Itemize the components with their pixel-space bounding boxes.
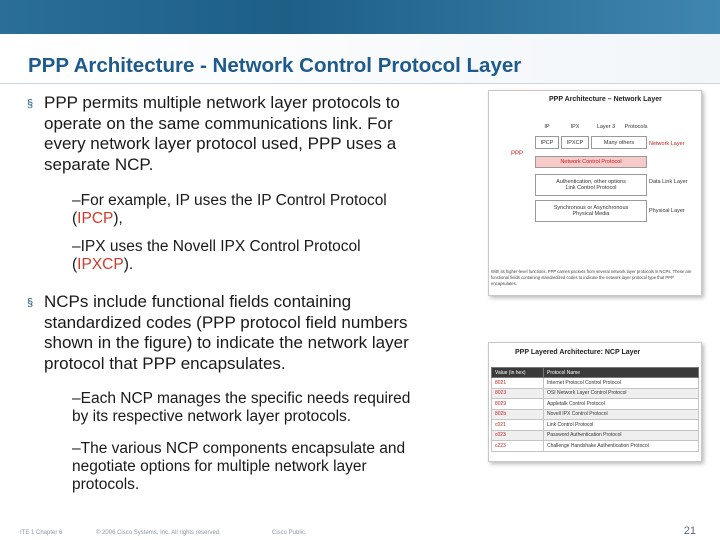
- title-band: [0, 34, 720, 84]
- protocol-name: Challenge Handshake Authentication Proto…: [543, 440, 699, 452]
- many-others-box: Many others: [591, 136, 647, 149]
- sub-bullet-ncp-needs-line-1: –Each NCP manages the specific needs req…: [72, 390, 411, 407]
- sub-bullet-ipcp-line-1: –For example, IP uses the IP Control Pro…: [72, 192, 387, 209]
- sub-bullet-ipxcp-line-2: (IPXCP).: [72, 256, 134, 273]
- bullet-1: § PPP permits multiple network layer pro…: [27, 93, 477, 175]
- ipx-box: IPX: [561, 121, 589, 133]
- physical-media-box: Synchronous or Asynchronous Physical Med…: [535, 200, 647, 222]
- sub-bullet-ncp-needs: –Each NCP manages the specific needs req…: [72, 390, 482, 426]
- ipcp-highlight: IPCP: [77, 210, 114, 227]
- sub-bullet-ipxcp-line-1: –IPX uses the Novell IPX Control Protoco…: [72, 238, 361, 255]
- column-header-protocol: Protocol Name: [543, 367, 699, 378]
- figure-1-caption: With its higher-level functions, PPP car…: [491, 269, 692, 286]
- bullet-1-line-2: operate on the same communications link.…: [44, 113, 393, 133]
- figure-2-title: PPP Layered Architecture: NCP Layer: [515, 349, 641, 356]
- protocol-value: c023: [491, 429, 544, 441]
- sub-bullet-ipxcp: –IPX uses the Novell IPX Control Protoco…: [72, 238, 472, 274]
- ipxcp-highlight: IPXCP: [77, 256, 124, 273]
- column-header-value: Value (in hex): [491, 367, 544, 378]
- sub-bullet-ipcp: –For example, IP uses the IP Control Pro…: [72, 192, 472, 228]
- protocol-name: Internet Protocol Control Protocol: [543, 377, 699, 389]
- bullet-marker: §: [27, 297, 34, 309]
- protocol-name: Appletalk Control Protocol: [543, 398, 699, 410]
- sub-bullet-ncp-components-line-3: protocols.: [72, 476, 140, 493]
- bullet-2: § NCPs include functional fields contain…: [27, 292, 487, 374]
- ncp-box: Network Control Protocol: [535, 156, 647, 168]
- protocol-name: Novell IPX Control Protocol: [543, 408, 699, 420]
- protocol-value: 8023: [491, 387, 544, 399]
- ip-box: IP: [535, 121, 559, 133]
- lcp-box: Authentication, other options Link Contr…: [535, 174, 647, 196]
- bullet-2-line-3: shown in the figure) to indicate the net…: [44, 333, 409, 352]
- bullet-2-line-4: protocol that PPP encapsulates.: [44, 353, 286, 373]
- sub-bullet-ncp-components-line-2: negotiate options for multiple network l…: [72, 458, 367, 475]
- footer-classification: Cisco Public: [272, 530, 306, 536]
- table-header-row: Value (in hex) Protocol Name: [491, 367, 699, 378]
- ncp-layer-figure: PPP Layered Architecture: NCP Layer Valu…: [488, 342, 702, 462]
- bullet-2-line-2: standardized codes (PPP protocol field n…: [44, 312, 408, 332]
- protocol-name: Password Authentication Protocol: [543, 429, 699, 441]
- top-banner: [0, 0, 720, 34]
- ppp-architecture-figure: PPP Architecture – Network Layer PPP IP …: [488, 90, 702, 296]
- figure-1-title: PPP Architecture – Network Layer: [549, 96, 662, 103]
- footer-chapter: ITE 1 Chapter 6: [20, 530, 63, 536]
- sub-bullet-ipcp-line-2: (IPCP),: [72, 210, 123, 227]
- protocol-value: 8029: [491, 398, 544, 410]
- bullet-marker: §: [27, 98, 34, 110]
- ppp-label: PPP: [511, 151, 524, 157]
- physical-layer-label: Physical Layer: [649, 208, 685, 214]
- bullet-1-line-3: every network layer protocol used, PPP u…: [44, 134, 397, 153]
- protocol-name: Link Control Protocol: [543, 419, 699, 431]
- protocol-value: 802b: [491, 408, 544, 420]
- sub-bullet-ncp-components-line-1: –The various NCP components encapsulate …: [72, 440, 406, 457]
- slide-title: PPP Architecture - Network Control Proto…: [28, 54, 522, 77]
- bullet-2-line-1: NCPs include functional fields containin…: [44, 292, 352, 311]
- sub-bullet-ncp-needs-line-2: by its respective network layer protocol…: [72, 408, 352, 425]
- protocol-value: c021: [491, 419, 544, 431]
- data-link-layer-label: Data Link Layer: [649, 179, 688, 185]
- ipcp-box: IPCP: [535, 136, 559, 149]
- ipxcp-box: IPXCP: [561, 136, 589, 149]
- page-number: 21: [683, 525, 696, 537]
- network-layer-label: Network Layer: [649, 141, 685, 147]
- protocol-value: c223: [491, 440, 544, 452]
- protocol-value: 8021: [491, 377, 544, 389]
- bullet-1-line-4: separate NCP.: [44, 154, 154, 174]
- layer3-box: Layer 3: [591, 121, 621, 133]
- bullet-1-line-1: PPP permits multiple network layer proto…: [44, 93, 400, 112]
- footer-copyright: © 2006 Cisco Systems, Inc. All rights re…: [96, 530, 221, 536]
- sub-bullet-ncp-components: –The various NCP components encapsulate …: [72, 440, 482, 494]
- protocol-name: OSI Network Layer Control Protocol: [543, 387, 699, 399]
- protocols-box: Protocols: [621, 121, 651, 133]
